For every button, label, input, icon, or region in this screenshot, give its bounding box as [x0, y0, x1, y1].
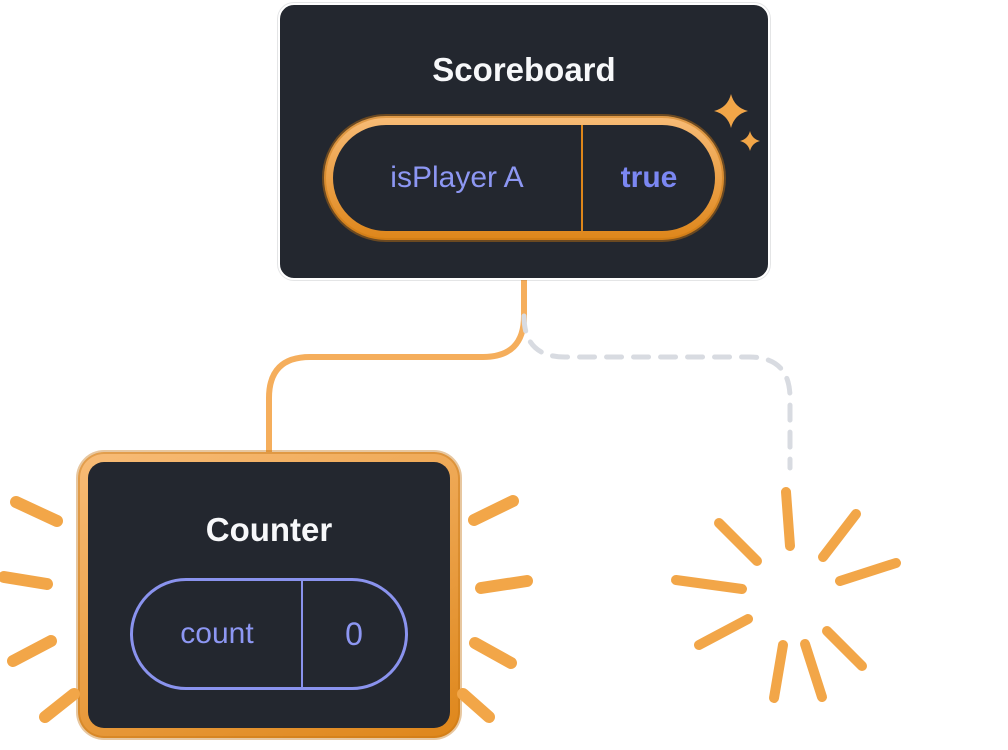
dashed-connector-line [521, 313, 793, 471]
ray [0, 571, 53, 590]
scoreboard-state-pill: isPlayer A true [324, 116, 724, 240]
state-pill-body: isPlayer A true [333, 125, 715, 231]
burst-ray [822, 626, 867, 671]
counter-card: Counter count 0 [88, 462, 450, 728]
ray [457, 688, 495, 723]
pill-divider [581, 125, 583, 231]
state-key-label: count [180, 617, 254, 650]
burst-ray [714, 518, 762, 566]
burst-ray [671, 575, 747, 594]
ray [7, 635, 57, 667]
poof-burst-icon [671, 487, 901, 703]
burst-ray [769, 640, 788, 703]
burst-ray [835, 558, 901, 586]
burst-ray [694, 614, 753, 650]
state-key-label: isPlayer A [390, 161, 524, 194]
counter-card-highlight-ring: Counter count 0 [78, 452, 460, 738]
state-value-label: 0 [345, 615, 363, 652]
burst-ray [781, 487, 795, 551]
pill-divider [301, 581, 303, 687]
emphasis-rays-left [0, 496, 80, 723]
solid-connector-line [266, 275, 527, 459]
ray [468, 495, 519, 526]
emphasis-rays-right [457, 495, 533, 723]
state-value-label: true [620, 161, 678, 194]
counter-title: Counter [205, 511, 333, 548]
ray [10, 496, 63, 527]
ray [475, 575, 533, 594]
burst-ray [818, 509, 861, 562]
ray [469, 637, 517, 669]
counter-state-pill: count 0 [130, 578, 408, 690]
scoreboard-card: Scoreboard isPlayer A true [278, 3, 770, 280]
scoreboard-title: Scoreboard [432, 51, 616, 88]
burst-ray [800, 639, 827, 702]
ray [39, 688, 80, 723]
